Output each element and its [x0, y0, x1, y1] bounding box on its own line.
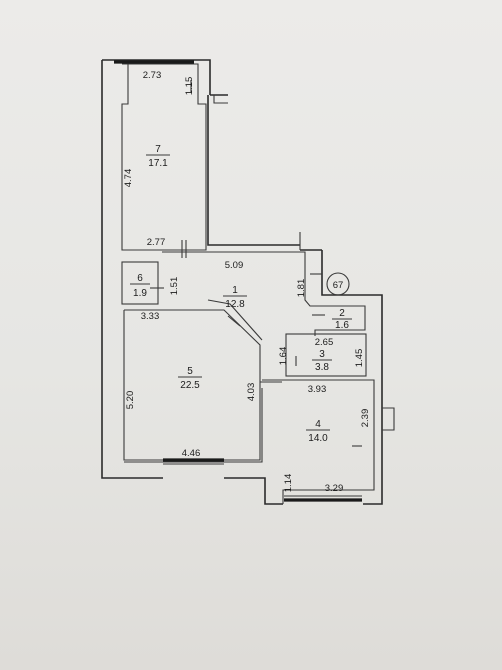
dim-2-77: 2.77: [147, 237, 166, 248]
dim-2-39: 2.39: [360, 409, 371, 428]
dim-3-29: 3.29: [325, 483, 344, 494]
room-1-area: 12.8: [225, 299, 245, 310]
room-3-area: 3.8: [315, 362, 329, 373]
room-6-number: 6: [137, 273, 143, 284]
room-5-number: 5: [187, 366, 193, 377]
dim-2-73: 2.73: [143, 70, 162, 81]
dim-1-64: 1.64: [278, 347, 289, 366]
room-6-area: 1.9: [133, 288, 147, 299]
dim-5-20: 5.20: [125, 391, 136, 410]
dim-3-33: 3.33: [141, 311, 160, 322]
room-outlines: [121, 63, 375, 504]
dim-4-74: 4.74: [123, 169, 134, 188]
dim-4-46: 4.46: [182, 448, 201, 459]
dim-1-45: 1.45: [354, 349, 365, 368]
dim-1-15: 1.15: [184, 77, 195, 96]
room-4-number: 4: [315, 419, 321, 430]
room-7-number: 7: [155, 144, 161, 155]
room-labels: 7 17.1 6 1.9 1 12.8 2 1.6 3 3.8 5 22.5 4…: [130, 144, 352, 444]
dimension-labels: 2.73 1.15 4.74 2.77 5.09 1.81 1.51 3.33 …: [123, 70, 371, 494]
apartment-marker-circle: [326, 272, 350, 296]
room-5-area: 22.5: [180, 380, 200, 391]
outer-walls: [101, 59, 395, 505]
windows: [114, 60, 362, 502]
door-marks: [150, 80, 362, 447]
room-7-area: 17.1: [148, 158, 168, 169]
room-1-number: 1: [232, 285, 238, 296]
apartment-marker-label: 67: [333, 280, 344, 291]
dim-5-09: 5.09: [225, 260, 244, 271]
dim-4-03: 4.03: [246, 383, 257, 402]
dim-1-14: 1.14: [283, 474, 294, 493]
dim-3-93: 3.93: [308, 384, 327, 395]
dim-1-81: 1.81: [296, 279, 307, 298]
room-2-area: 1.6: [335, 320, 349, 331]
dim-1-51: 1.51: [169, 277, 180, 296]
room-4-area: 14.0: [308, 433, 328, 444]
dim-2-65: 2.65: [315, 337, 334, 348]
room-3-number: 3: [319, 349, 325, 360]
room-2-number: 2: [339, 308, 345, 319]
